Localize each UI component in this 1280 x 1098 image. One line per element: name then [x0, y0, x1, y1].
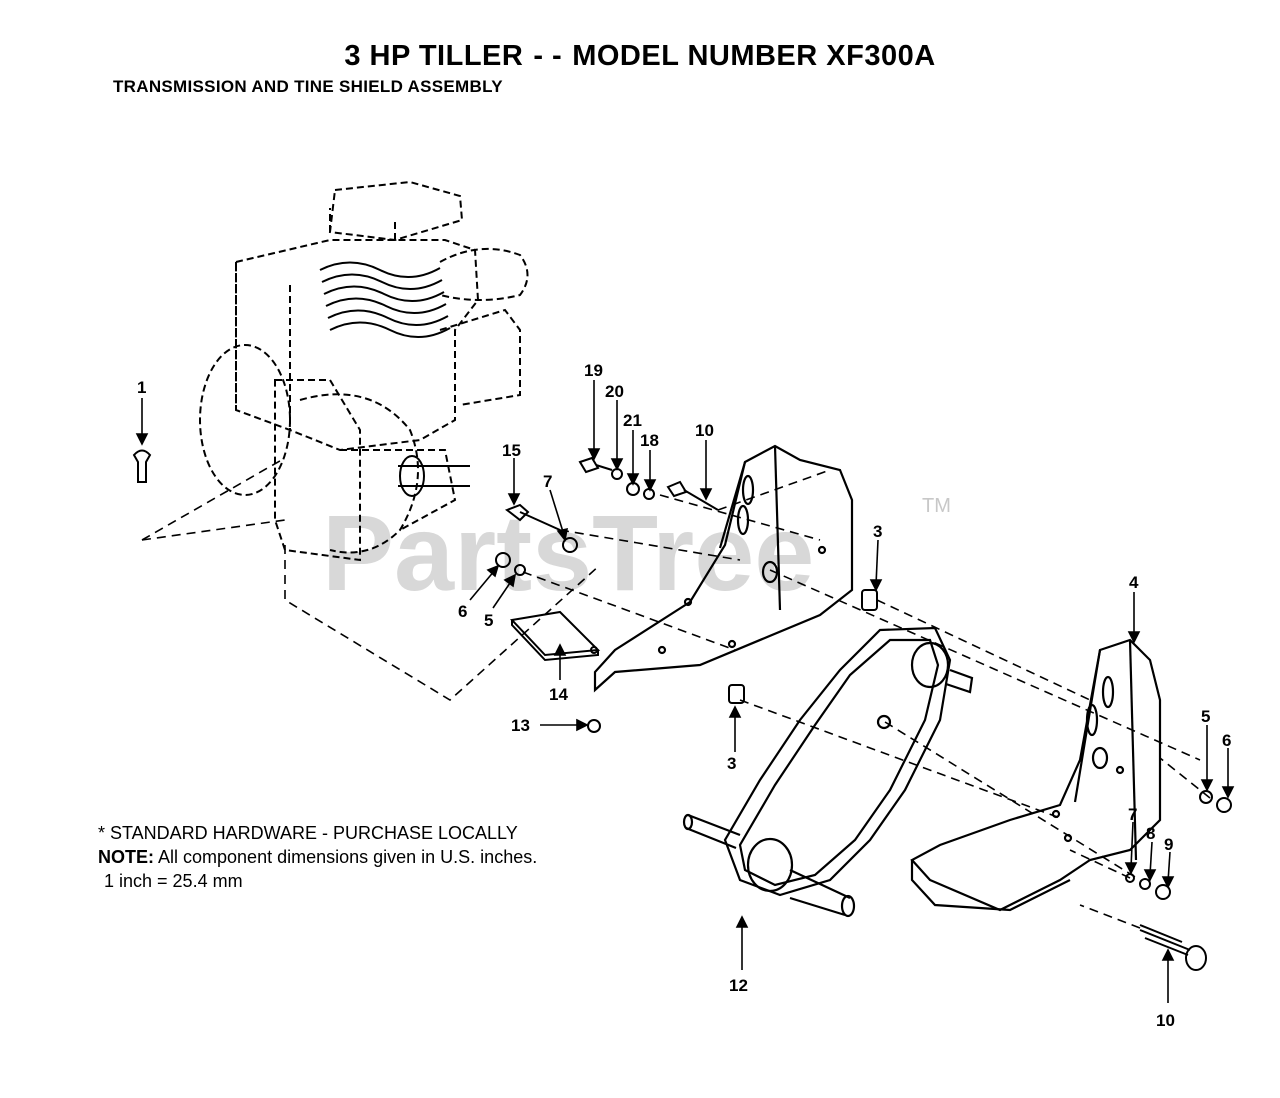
- title-separator: - -: [533, 40, 563, 72]
- engine-cooling-fins: [319, 261, 470, 497]
- callout-4: 4: [1129, 573, 1139, 592]
- callout-3-lower: 3: [727, 754, 736, 773]
- assembly-leader-lines: [141, 457, 1211, 929]
- callout-10-lower: 10: [1156, 1011, 1175, 1030]
- note-label: NOTE:: [98, 847, 154, 867]
- callout-7-right: 7: [1128, 805, 1137, 824]
- callout-arrows: [135, 380, 1235, 1003]
- chain-case: [682, 626, 974, 918]
- standard-hardware-note: * STANDARD HARDWARE - PURCHASE LOCALLY: [98, 823, 518, 843]
- callout-14: 14: [549, 685, 568, 704]
- callout-5-right: 5: [1201, 707, 1210, 726]
- callout-9: 9: [1164, 835, 1173, 854]
- callout-7-upper: 7: [543, 472, 552, 491]
- notes-block: * STANDARD HARDWARE - PURCHASE LOCALLY N…: [98, 821, 537, 893]
- callout-labels: 1 19 20 21 18 10 15 7 3 4 6 5 14 13 3 5 …: [137, 361, 1231, 1030]
- transmission-bracket-right: [910, 638, 1162, 912]
- watermark-trademark: TM: [922, 495, 951, 517]
- callout-12: 12: [729, 976, 748, 995]
- diagram-title: 3 HP TILLER - - MODEL NUMBER XF300A: [0, 40, 1280, 73]
- callout-13: 13: [511, 716, 530, 735]
- callout-19: 19: [584, 361, 603, 380]
- callout-1: 1: [137, 378, 146, 397]
- callout-6-right: 6: [1222, 731, 1231, 750]
- shield-plate: [509, 610, 601, 662]
- title-model: MODEL NUMBER XF300A: [572, 40, 936, 72]
- callout-5-left: 5: [484, 611, 493, 630]
- callout-21: 21: [623, 411, 642, 430]
- note-text: All component dimensions given in U.S. i…: [158, 847, 538, 867]
- assembly-subtitle: TRANSMISSION AND TINE SHIELD ASSEMBLY: [113, 77, 503, 96]
- callout-3-upper: 3: [873, 522, 882, 541]
- dimension-note: NOTE: All component dimensions given in …: [98, 845, 537, 869]
- conversion-note: 1 inch = 25.4 mm: [104, 871, 243, 891]
- callout-15: 15: [502, 441, 521, 460]
- callout-6-left: 6: [458, 602, 467, 621]
- callout-20: 20: [605, 382, 624, 401]
- callout-10-upper: 10: [695, 421, 714, 440]
- callout-8: 8: [1146, 824, 1155, 843]
- title-prefix: 3 HP TILLER: [344, 40, 524, 72]
- callout-18: 18: [640, 431, 659, 450]
